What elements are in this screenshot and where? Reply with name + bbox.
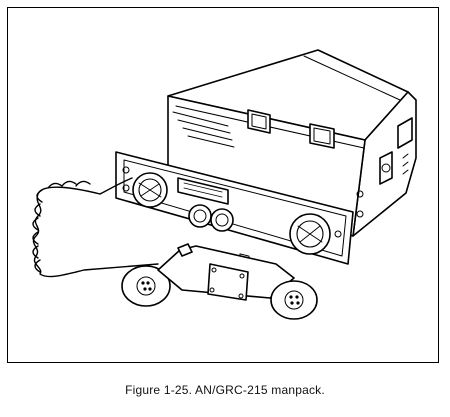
right-knob (289, 213, 331, 255)
figure-caption: Figure 1-25. AN/GRC-215 manpack. (125, 383, 325, 397)
radio-manpack-illustration (32, 49, 417, 320)
radio-body (167, 49, 417, 237)
center-knobs (188, 204, 234, 232)
handset (121, 243, 318, 320)
coiled-cord (32, 177, 159, 278)
left-knob (132, 172, 168, 208)
figure-frame (7, 7, 439, 363)
